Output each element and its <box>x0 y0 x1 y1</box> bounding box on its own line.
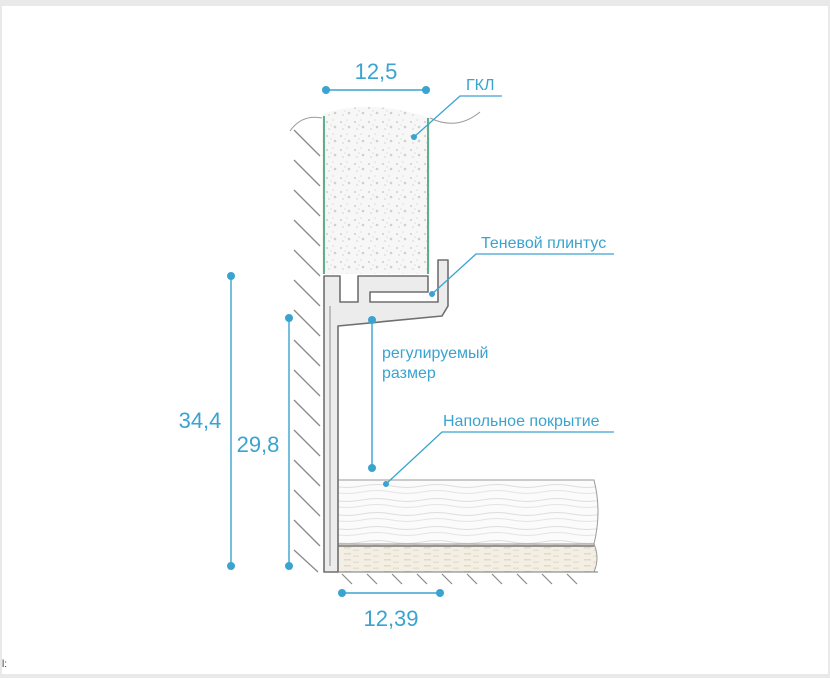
wall-break-curve <box>289 116 323 132</box>
dim-profile-height: 29,8 <box>237 432 280 457</box>
label-floor-covering: Напольное покрытие <box>443 413 600 430</box>
dim-total-height: 34,4 <box>179 408 222 433</box>
drywall-board <box>322 106 481 274</box>
diagram-frame: 12,5 12,39 34,4 29,8 ГКЛ Теневой плинтус… <box>2 6 828 674</box>
label-shadow-skirting: Теневой плинтус <box>481 235 606 252</box>
leader-lines <box>383 95 614 487</box>
floor-covering <box>337 479 599 573</box>
label-adjustable-size-line1: регулируемый <box>382 345 488 362</box>
dim-top-width: 12,5 <box>355 59 398 84</box>
label-adjustable-size-line2: размер <box>382 365 436 382</box>
label-gkl: ГКЛ <box>466 77 494 94</box>
wall-hatching <box>293 129 321 573</box>
skirting-profile <box>323 259 449 573</box>
dimension-lines <box>227 86 444 597</box>
floor-hatching <box>341 573 578 585</box>
dim-bottom-width: 12,39 <box>363 606 418 631</box>
shadow-skirting-diagram: 12,5 12,39 34,4 29,8 ГКЛ Теневой плинтус… <box>179 59 614 631</box>
corner-text: l: <box>2 659 7 670</box>
